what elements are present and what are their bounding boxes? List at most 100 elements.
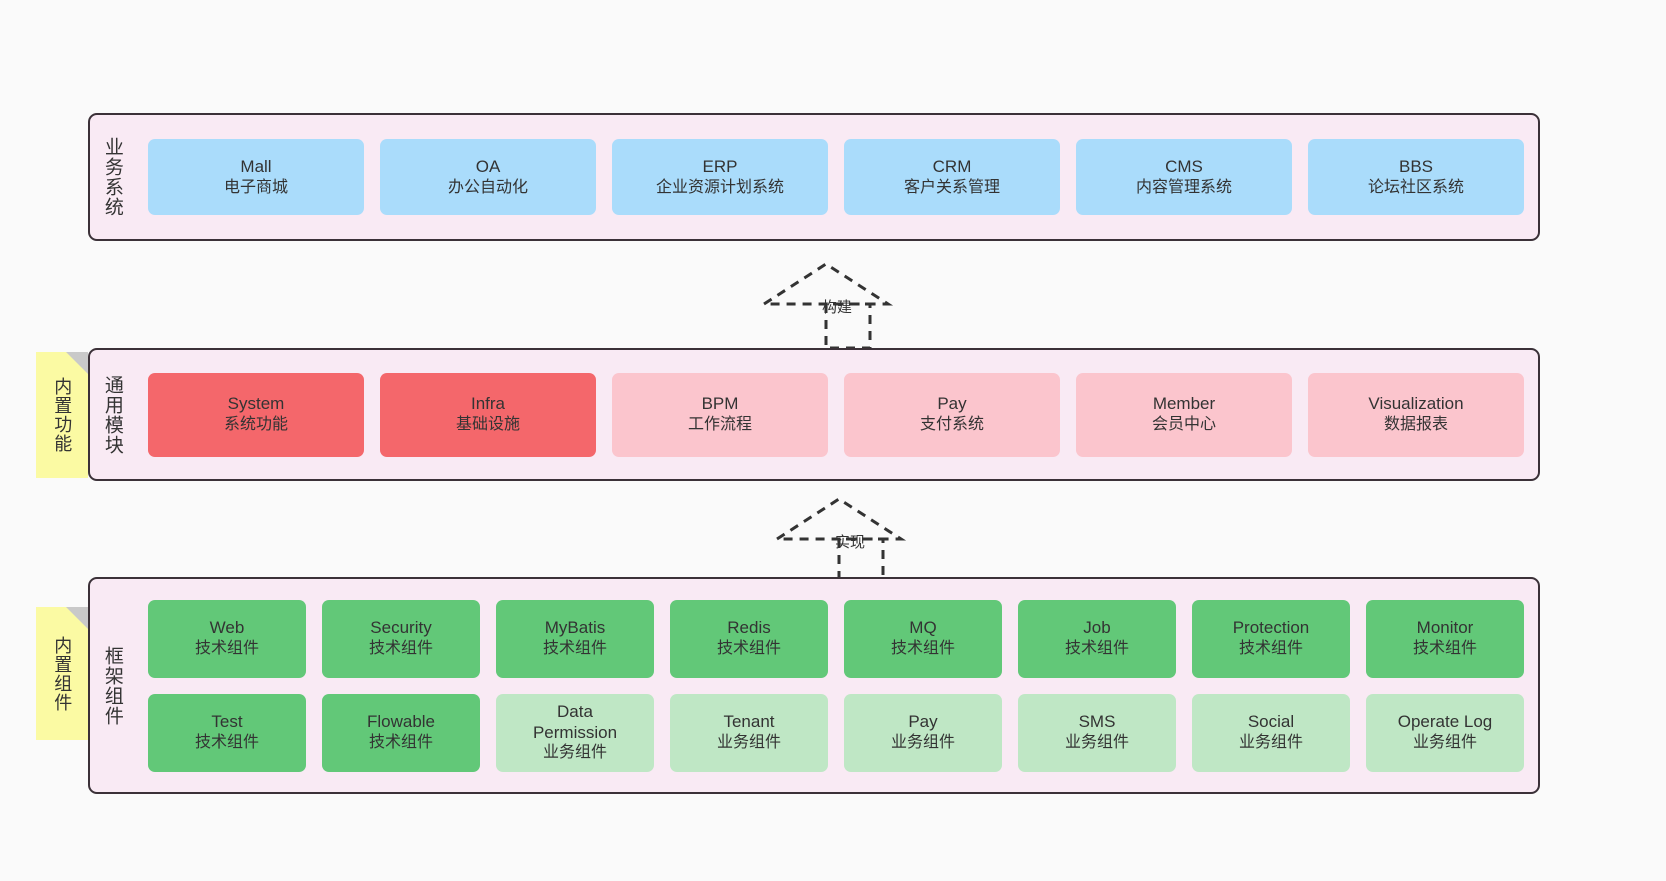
card-operate-log[interactable]: Operate Log 业务组件 [1366,693,1524,772]
card-title: Data Permission [532,702,618,742]
card-infra[interactable]: Infra 基础设施 [380,372,596,457]
layer-body-modules: System 系统功能 Infra 基础设施 BPM 工作流程 Pay 支付系统… [134,350,1538,479]
card-title: Test [211,712,243,732]
card-pay-component[interactable]: Pay 业务组件 [844,693,1002,772]
card-visualization[interactable]: Visualization 数据报表 [1308,372,1524,457]
card-redis[interactable]: Redis 技术组件 [670,599,828,678]
layer-caption-business: 业务系统 [101,137,123,217]
card-pay-module[interactable]: Pay 支付系统 [844,372,1060,457]
folded-corner-icon [66,352,88,374]
card-mq[interactable]: MQ 技术组件 [844,599,1002,678]
card-subtitle: 业务组件 [716,734,781,752]
card-title: MyBatis [544,618,606,638]
card-crm[interactable]: CRM 客户关系管理 [844,139,1060,215]
card-title: Pay [908,712,938,732]
card-social[interactable]: Social 业务组件 [1192,693,1350,772]
sticky-note-label: 内置功能 [52,377,73,453]
card-protection[interactable]: Protection 技术组件 [1192,599,1350,678]
card-subtitle: 业务组件 [1238,734,1303,752]
sticky-note-builtin-components: 内置组件 [36,607,88,740]
card-title: Tenant [723,712,775,732]
card-tenant[interactable]: Tenant 业务组件 [670,693,828,772]
card-subtitle: 办公自动化 [447,178,528,196]
card-title: CMS [1165,156,1203,176]
folded-corner-icon [66,607,88,629]
card-test[interactable]: Test 技术组件 [148,693,306,772]
card-job[interactable]: Job 技术组件 [1018,599,1176,678]
card-erp[interactable]: ERP 企业资源计划系统 [612,139,828,215]
card-mybatis[interactable]: MyBatis 技术组件 [496,599,654,678]
card-row: System 系统功能 Infra 基础设施 BPM 工作流程 Pay 支付系统… [148,372,1524,457]
connector-implement: 实现 [771,497,923,585]
card-subtitle: 业务组件 [542,744,607,762]
card-title: OA [475,156,501,176]
layer-caption-framework: 框架组件 [101,645,123,726]
card-subtitle: 技术组件 [542,640,607,658]
card-security[interactable]: Security 技术组件 [322,599,480,678]
card-title: BPM [701,394,739,414]
card-title: Protection [1232,618,1310,638]
card-subtitle: 客户关系管理 [903,178,1000,196]
card-web[interactable]: Web 技术组件 [148,599,306,678]
card-subtitle: 技术组件 [368,734,433,752]
connector-label-implement: 实现 [835,534,866,551]
card-subtitle: 技术组件 [1412,640,1477,658]
card-subtitle: 业务组件 [1064,734,1129,752]
card-bpm[interactable]: BPM 工作流程 [612,372,828,457]
layer-body-framework: Web 技术组件 Security 技术组件 MyBatis 技术组件 Redi… [134,579,1538,792]
layer-body-business: Mall 电子商城 OA 办公自动化 ERP 企业资源计划系统 CRM 客户关系… [134,115,1538,239]
card-system[interactable]: System 系统功能 [148,372,364,457]
connector-build: 构建 [758,262,910,350]
card-title: SMS [1078,712,1116,732]
card-oa[interactable]: OA 办公自动化 [380,139,596,215]
layer-caption-modules: 通用模块 [101,374,123,455]
arrowhead-triangle-icon [758,262,894,306]
card-subtitle: 技术组件 [194,640,259,658]
card-subtitle: 基础设施 [455,416,520,434]
card-subtitle: 系统功能 [223,416,288,434]
card-title: MQ [909,618,937,638]
card-subtitle: 技术组件 [194,734,259,752]
card-flowable[interactable]: Flowable 技术组件 [322,693,480,772]
card-subtitle: 技术组件 [368,640,433,658]
card-title: CRM [932,156,972,176]
card-subtitle: 技术组件 [1238,640,1303,658]
card-title: Monitor [1416,618,1474,638]
card-mall[interactable]: Mall 电子商城 [148,139,364,215]
card-subtitle: 工作流程 [687,416,752,434]
card-title: Web [209,618,245,638]
card-subtitle: 会员中心 [1151,416,1216,434]
card-cms[interactable]: CMS 内容管理系统 [1076,139,1292,215]
card-data-permission[interactable]: Data Permission 业务组件 [496,693,654,772]
card-sms[interactable]: SMS 业务组件 [1018,693,1176,772]
card-title: Operate Log [1397,712,1493,732]
card-subtitle: 技术组件 [716,640,781,658]
card-member[interactable]: Member 会员中心 [1076,372,1292,457]
card-title: Pay [937,394,967,414]
card-title: Member [1152,394,1216,414]
layer-framework-components: 框架组件 Web 技术组件 Security 技术组件 MyBatis 技术组件… [88,577,1540,794]
card-subtitle: 技术组件 [890,640,955,658]
card-subtitle: 数据报表 [1383,416,1448,434]
connector-label-build: 构建 [822,299,853,316]
card-bbs[interactable]: BBS 论坛社区系统 [1308,139,1524,215]
layer-business-systems: 业务系统 Mall 电子商城 OA 办公自动化 ERP 企业资源计划系统 CRM… [88,113,1540,241]
sticky-note-label: 内置组件 [52,635,73,712]
card-title: Flowable [366,712,436,732]
card-subtitle: 支付系统 [919,416,984,434]
card-subtitle: 技术组件 [1064,640,1129,658]
sticky-note-builtin-features: 内置功能 [36,352,88,478]
card-title: ERP [702,156,738,176]
card-title: Infra [470,394,506,414]
card-title: Security [370,618,432,638]
card-row: Test 技术组件 Flowable 技术组件 Data Permission … [148,693,1524,772]
card-title: Job [1083,618,1111,638]
card-title: Visualization [1368,394,1464,414]
card-row: Web 技术组件 Security 技术组件 MyBatis 技术组件 Redi… [148,599,1524,678]
layer-common-modules: 通用模块 System 系统功能 Infra 基础设施 BPM 工作流程 Pay… [88,348,1540,481]
card-subtitle: 业务组件 [890,734,955,752]
card-title: Mall [240,156,272,176]
card-monitor[interactable]: Monitor 技术组件 [1366,599,1524,678]
card-subtitle: 业务组件 [1412,734,1477,752]
